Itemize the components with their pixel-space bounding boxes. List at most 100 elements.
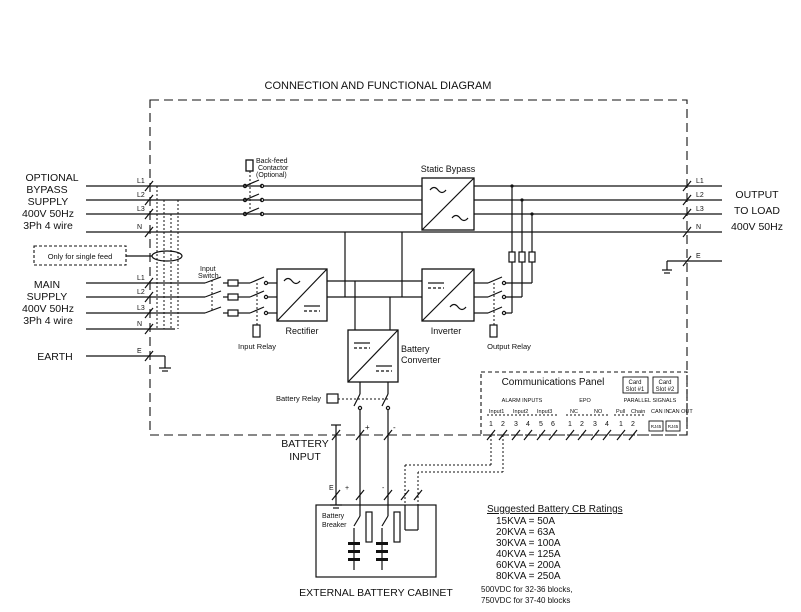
svg-text:Input3: Input3 <box>537 409 552 415</box>
inverter-label: Inverter <box>431 326 462 336</box>
bypass-supply-label: OPTIONAL BYPASS SUPPLY 400V 50Hz 3Ph 4 w… <box>22 172 79 232</box>
svg-text:OPTIONAL: OPTIONAL <box>25 172 78 184</box>
static-bypass-label: Static Bypass <box>421 164 476 174</box>
svg-text:EPO: EPO <box>579 398 591 404</box>
svg-text:E: E <box>137 348 142 355</box>
battery-string-icon <box>348 538 388 570</box>
svg-text:L1: L1 <box>696 178 704 185</box>
svg-text:(Optional): (Optional) <box>256 172 287 179</box>
rectifier: Rectifier <box>276 268 328 336</box>
backfeed-contactor: Back-feed Contactor (Optional) <box>242 158 289 217</box>
dc-bus <box>327 280 422 330</box>
svg-text:Contactor: Contactor <box>258 165 289 172</box>
svg-text:-: - <box>393 423 396 432</box>
svg-text:4: 4 <box>526 421 530 428</box>
rating-row: 20KVA = 63A <box>496 527 555 538</box>
svg-text:Chain: Chain <box>631 409 645 415</box>
svg-text:4: 4 <box>605 421 609 428</box>
single-feed-note: Only for single feed <box>33 245 127 266</box>
svg-text:TO LOAD: TO LOAD <box>734 205 780 217</box>
svg-text:Converter: Converter <box>401 355 441 365</box>
cb-ratings: Suggested Battery CB Ratings 15KVA = 50A… <box>481 504 623 605</box>
svg-text:Suggested Battery CB Rating: Suggested Battery CB Ratings <box>487 504 623 515</box>
svg-text:Back-feed: Back-feed <box>256 158 288 165</box>
input-relay <box>249 276 277 338</box>
svg-text:N: N <box>137 321 142 328</box>
svg-text:3Ph 4 wire: 3Ph 4 wire <box>23 315 73 327</box>
input-terminals <box>144 180 154 362</box>
card-slot-2: Card Slot #2 <box>652 376 679 394</box>
earth-ground-icon <box>159 356 171 372</box>
output-relay-label: Output Relay <box>487 342 531 351</box>
svg-text:NC: NC <box>570 409 578 415</box>
bypass-input-lines <box>86 185 687 233</box>
svg-text:L3: L3 <box>696 206 704 213</box>
cabinet-label: EXTERNAL BATTERY CABINET <box>299 587 453 599</box>
svg-text:CAN IN: CAN IN <box>651 409 670 415</box>
svg-text:Slot #1: Slot #1 <box>626 387 645 393</box>
svg-text:1: 1 <box>619 421 623 428</box>
svg-text:PARALLEL SIGNALS: PARALLEL SIGNALS <box>624 398 677 404</box>
svg-text:L3: L3 <box>137 305 145 312</box>
svg-text:INPUT: INPUT <box>289 451 321 463</box>
svg-text:Only for single feed: Only for single feed <box>48 252 113 261</box>
svg-text:400V 50Hz: 400V 50Hz <box>22 208 74 220</box>
output-label: OUTPUT TO LOAD 400V 50Hz <box>731 189 783 233</box>
svg-text:L2: L2 <box>137 192 145 199</box>
svg-text:+: + <box>365 423 370 432</box>
svg-text:+: + <box>345 485 349 492</box>
svg-text:-: - <box>382 485 385 492</box>
svg-text:2: 2 <box>501 421 505 428</box>
svg-text:L2: L2 <box>696 192 704 199</box>
svg-text:3Ph 4 wire: 3Ph 4 wire <box>23 220 73 232</box>
rating-row: 80KVA = 250A <box>496 571 561 582</box>
rating-row: 60KVA = 200A <box>496 560 561 571</box>
svg-text:Communications Panel: Communications Panel <box>502 377 605 388</box>
svg-text:ALARM INPUTS: ALARM INPUTS <box>502 398 543 404</box>
svg-text:Switch: Switch <box>198 273 219 280</box>
svg-text:1: 1 <box>568 421 572 428</box>
svg-text:Input2: Input2 <box>513 409 528 415</box>
battery-input-terminals <box>331 424 393 505</box>
card-slot-1: Card Slot #1 <box>622 376 649 394</box>
svg-text:400V 50Hz: 400V 50Hz <box>731 221 783 233</box>
svg-text:SUPPLY: SUPPLY <box>28 196 69 208</box>
svg-text:N: N <box>696 224 701 231</box>
svg-text:1: 1 <box>489 421 493 428</box>
svg-text:SUPPLY: SUPPLY <box>27 291 68 303</box>
output-terminals <box>662 180 722 274</box>
battery-relay <box>326 382 391 435</box>
battery-polarity: + - <box>365 423 396 432</box>
communications-panel: Communications Panel Card Slot #1 Card S… <box>480 371 693 441</box>
svg-text:Card: Card <box>628 380 641 386</box>
main-input-lines <box>86 282 205 357</box>
svg-text:2: 2 <box>580 421 584 428</box>
svg-text:BATTERY: BATTERY <box>281 438 328 450</box>
output-relay <box>474 276 532 338</box>
svg-text:RJ45: RJ45 <box>651 424 662 429</box>
main-supply-label: MAIN SUPPLY 400V 50Hz 3Ph 4 wire <box>22 279 74 327</box>
output-phase-labels: L1 L2 L3 N E <box>696 178 704 260</box>
svg-text:L3: L3 <box>137 206 145 213</box>
svg-text:400V 50Hz: 400V 50Hz <box>22 303 74 315</box>
svg-text:L1: L1 <box>137 178 145 185</box>
earth-label: EARTH <box>37 351 72 363</box>
svg-text:Breaker: Breaker <box>322 522 347 529</box>
rating-row: 30KVA = 100A <box>496 538 561 549</box>
svg-text:RJ45: RJ45 <box>668 424 679 429</box>
svg-text:500VDC for 32-36 blocks,: 500VDC for 32-36 blocks, <box>481 585 573 594</box>
rating-row: 40KVA = 125A <box>496 549 561 560</box>
svg-text:Slot #2: Slot #2 <box>656 387 675 393</box>
svg-text:N: N <box>137 224 142 231</box>
static-bypass: Static Bypass <box>421 164 476 231</box>
svg-text:3: 3 <box>593 421 597 428</box>
svg-text:3: 3 <box>514 421 518 428</box>
input-switch: Input Switch <box>198 266 250 317</box>
svg-text:5: 5 <box>539 421 543 428</box>
svg-text:NO: NO <box>594 409 603 415</box>
battery-relay-label: Battery Relay <box>276 394 321 403</box>
ups-enclosure <box>149 99 688 436</box>
rectifier-label: Rectifier <box>285 326 318 336</box>
input-phase-labels: L1 L2 L3 N L1 L2 L3 N E <box>137 178 145 355</box>
